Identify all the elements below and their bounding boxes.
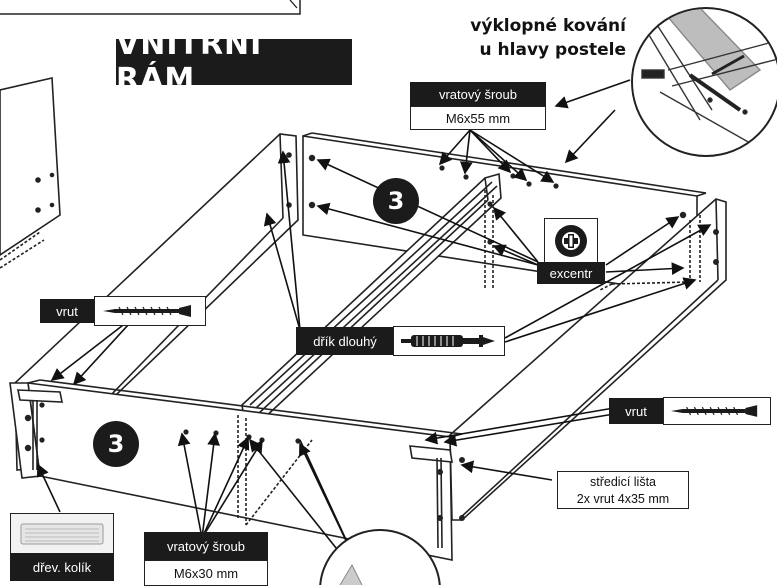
cam-lock-image-box xyxy=(544,218,598,264)
screw-image-box-right xyxy=(663,397,771,425)
wood-screw-icon xyxy=(103,305,191,317)
screw-image-box-left xyxy=(94,296,206,326)
cam-lock-icon xyxy=(555,225,587,257)
wood-screw-icon xyxy=(670,405,758,417)
carriage-bolt-size-bottom: M6x30 mm xyxy=(144,560,268,586)
centering-strips xyxy=(17,389,453,549)
headboard-fitting-line1: výklopné kování xyxy=(470,16,626,36)
cam-lock-label: excentr xyxy=(537,262,605,284)
bottom-detail-fragment xyxy=(319,529,441,585)
screw-label-right: vrut xyxy=(609,398,663,424)
wooden-dowel-icon xyxy=(20,523,104,545)
headboard-fitting-heading: výklopné kování u hlavy postele xyxy=(448,14,626,62)
centering-strip-name: středicí lišta xyxy=(590,475,656,489)
step-number-badge: 3 xyxy=(93,421,139,467)
top-left-frame-box xyxy=(0,0,301,15)
headboard-fitting-line2: u hlavy postele xyxy=(479,40,626,60)
step-number-badge: 3 xyxy=(373,178,419,224)
wooden-dowel-label: dřev. kolík xyxy=(10,553,114,581)
left-panel-fragment xyxy=(0,77,61,269)
carriage-bolt-label-bottom: vratový šroub xyxy=(144,532,268,560)
carriage-bolt-size-top: M6x55 mm xyxy=(410,106,546,130)
section-title: VNITŘNÍ RÁM xyxy=(116,27,352,97)
long-dowel-image-box xyxy=(393,326,505,356)
wooden-dowel-image-box xyxy=(10,513,114,555)
screw-label-left: vrut xyxy=(40,299,94,323)
lift-hinge-detail xyxy=(631,7,777,157)
long-dowel-icon xyxy=(401,335,495,347)
carriage-bolt-label-top: vratový šroub xyxy=(410,82,546,106)
long-dowel-label: dřík dlouhý xyxy=(296,327,394,355)
centering-strip-screws: 2x vrut 4x35 mm xyxy=(576,492,670,506)
centering-strip-label: středicí lišta 2x vrut 4x35 mm xyxy=(557,471,689,509)
